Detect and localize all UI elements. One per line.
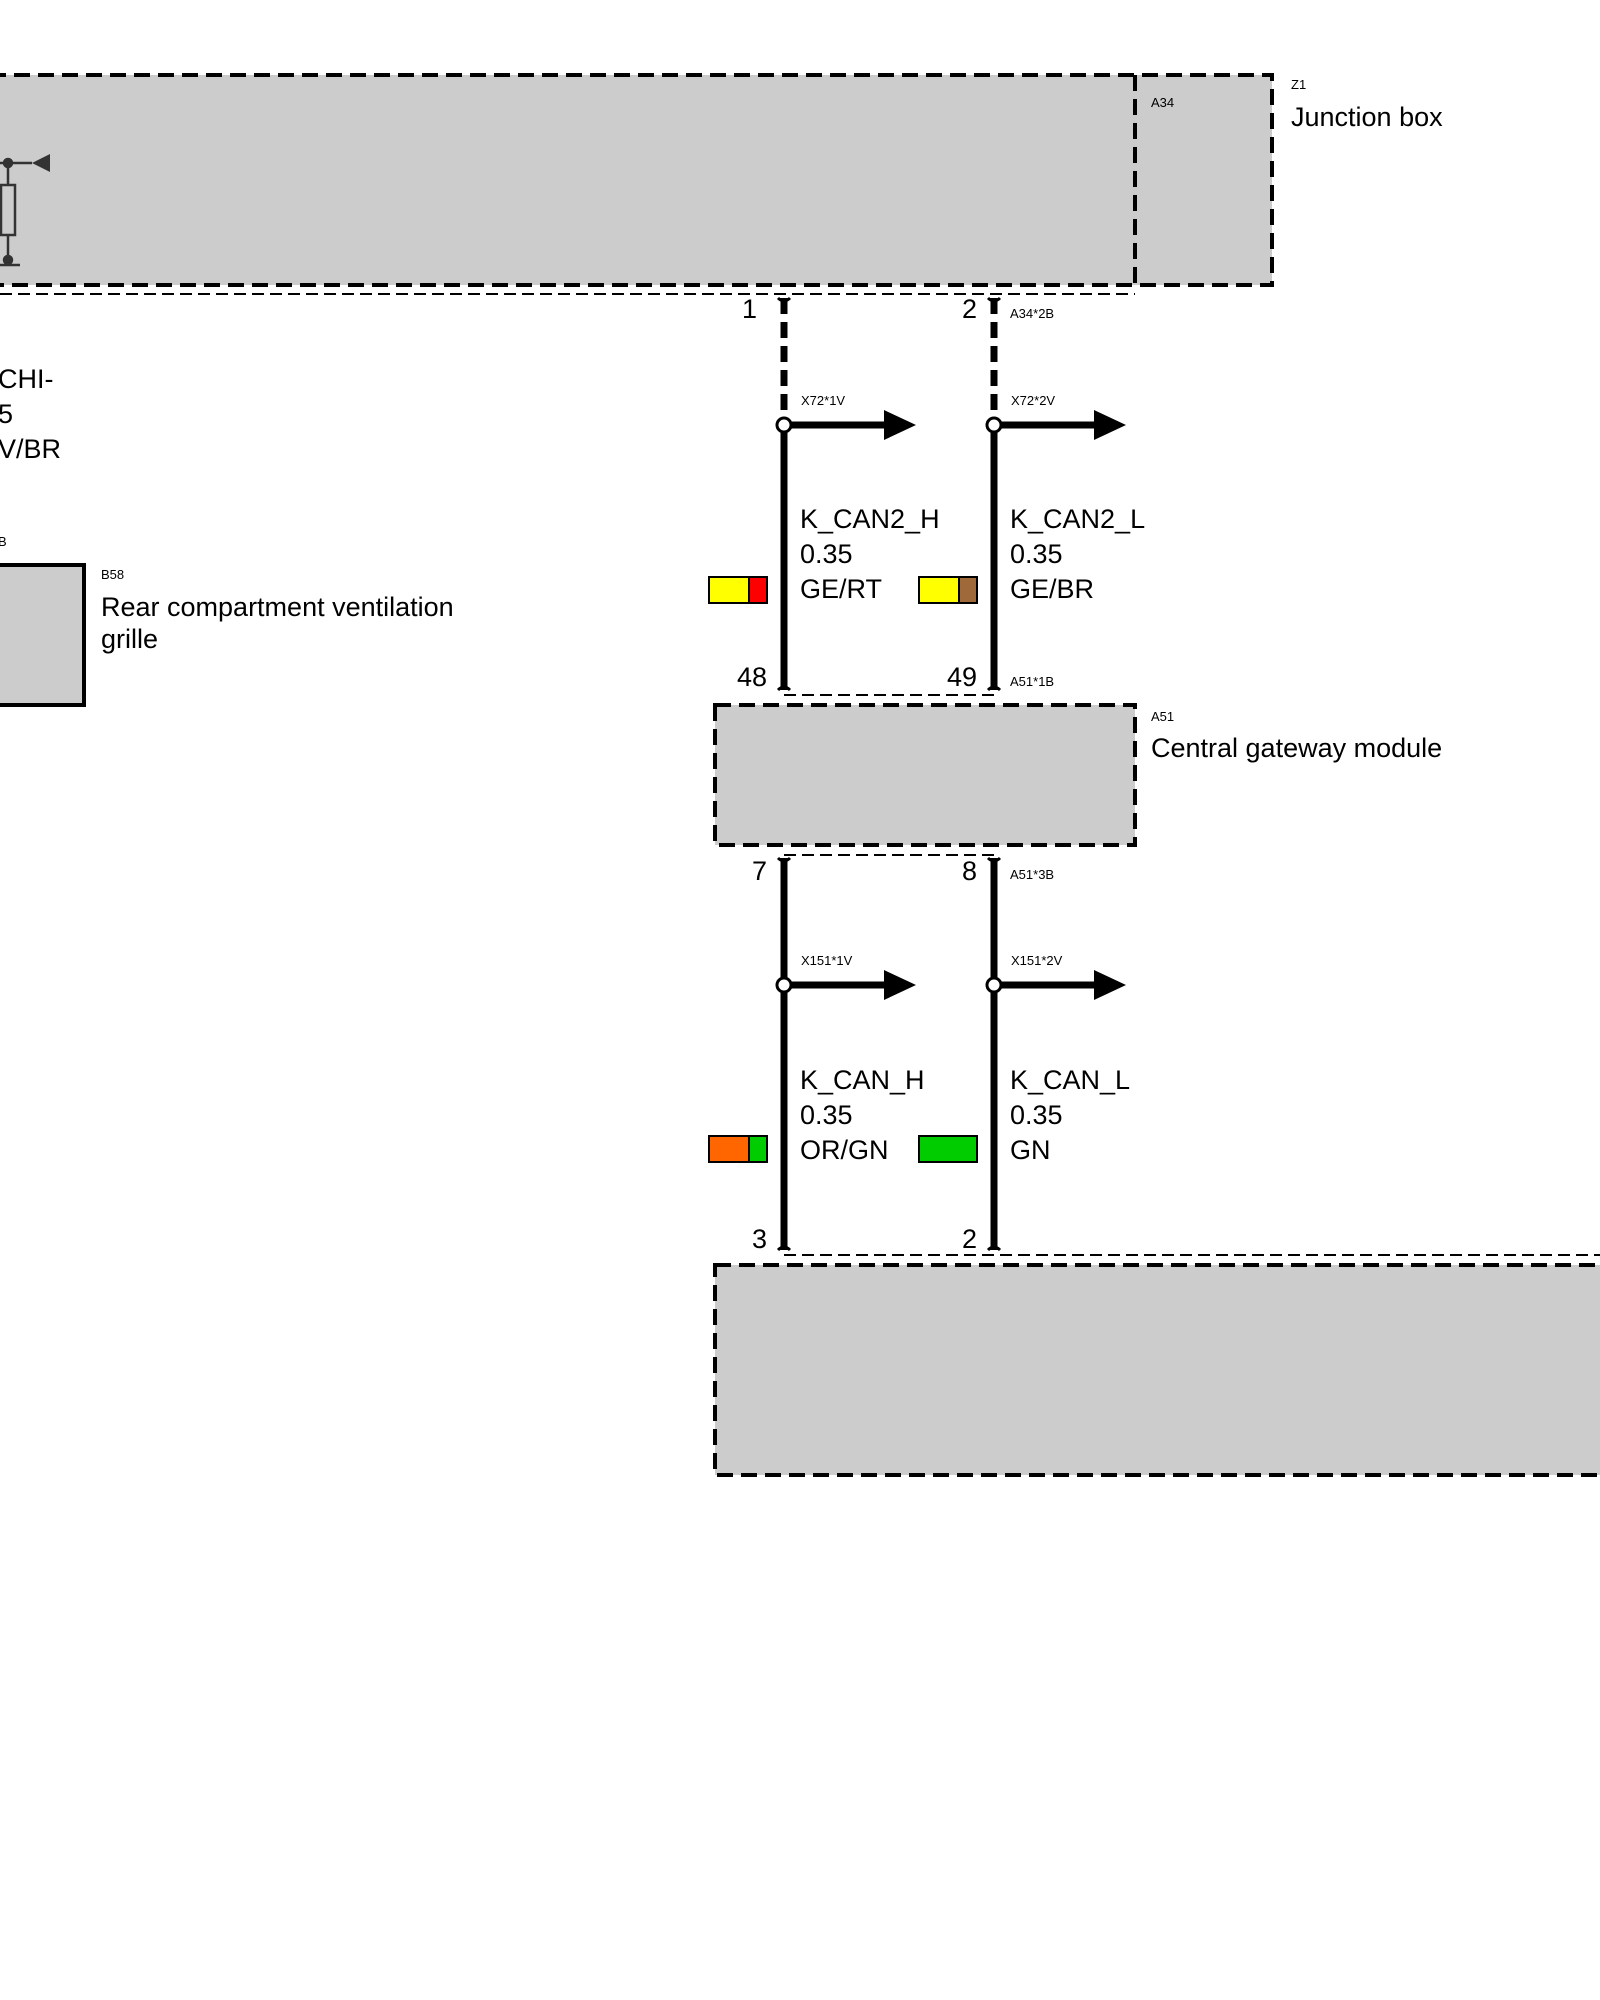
pin-bottom: 2 [962,1224,977,1254]
wire-color-code: GN [1010,1135,1051,1165]
wire-size: 0.35 [1010,1100,1063,1130]
junction-box[interactable] [0,73,1274,295]
splice-label: X72*2V [1011,393,1055,408]
wire-k-can2-l[interactable]: X72*2V 2 49 K_CAN2_L 0.35 GE/BR [918,294,1145,692]
vent-grille-partial-tag: B [0,534,7,549]
color-swatch [918,576,978,604]
vent-grille-box[interactable] [0,563,86,707]
wire-color-code: GE/RT [800,574,882,604]
splice-point [985,410,1126,440]
gateway-label: Central gateway module [1151,733,1442,763]
pin-bottom: 49 [947,662,977,692]
junction-box-sub-id: A34 [1151,95,1174,110]
wire-color-code: OR/GN [800,1135,889,1165]
partial-wire-label: CHI- 5 V/BR [0,364,61,464]
svg-text:5: 5 [0,399,13,429]
junction-box-label: Junction box [1291,102,1443,132]
junction-box-id: Z1 [1291,77,1306,92]
wire-name: K_CAN_L [1010,1065,1130,1095]
wire-name: K_CAN2_L [1010,504,1145,534]
svg-text:V/BR: V/BR [0,434,61,464]
splice-point [985,970,1126,1000]
gateway-connector-top: A51*1B [1010,674,1054,689]
pin-top: 7 [752,856,767,886]
pin-top: 8 [962,856,977,886]
splice-point [775,410,916,440]
color-swatch [918,1135,978,1163]
wire-k-can2-h[interactable]: X72*1V 1 48 K_CAN2_H 0.35 GE/RT [708,294,940,692]
gateway-id: A51 [1151,709,1174,724]
wire-name: K_CAN_H [800,1065,925,1095]
svg-text:CHI-: CHI- [0,364,54,394]
wire-size: 0.35 [1010,539,1063,569]
internal-resistor-symbol [0,154,50,267]
wire-color-code: GE/BR [1010,574,1094,604]
pin-bottom: 48 [737,662,767,692]
splice-label: X151*1V [801,953,853,968]
color-swatch [708,576,768,604]
wire-name: K_CAN2_H [800,504,940,534]
pin-top: 2 [962,294,977,324]
junction-box-connector: A34*2B [1010,306,1054,321]
splice-point [775,970,916,1000]
lower-module[interactable] [713,1254,1600,1477]
vent-grille-label-line2: grille [101,624,158,654]
gateway-connector-bottom: A51*3B [1010,867,1054,882]
pin-bottom: 3 [752,1224,767,1254]
splice-label: X72*1V [801,393,845,408]
wire-size: 0.35 [800,1100,853,1130]
wire-k-can-h[interactable]: X151*1V 7 3 K_CAN_H 0.35 OR/GN [708,856,925,1254]
vent-grille-label-line1: Rear compartment ventilation [101,592,454,622]
wire-k-can-l[interactable]: X151*2V 8 2 K_CAN_L 0.35 GN [918,856,1130,1254]
color-swatch [708,1135,768,1163]
wire-size: 0.35 [800,539,853,569]
splice-label: X151*2V [1011,953,1063,968]
pin-top: 1 [742,294,757,324]
central-gateway-module[interactable] [713,694,1137,856]
vent-grille-id: B58 [101,567,124,582]
